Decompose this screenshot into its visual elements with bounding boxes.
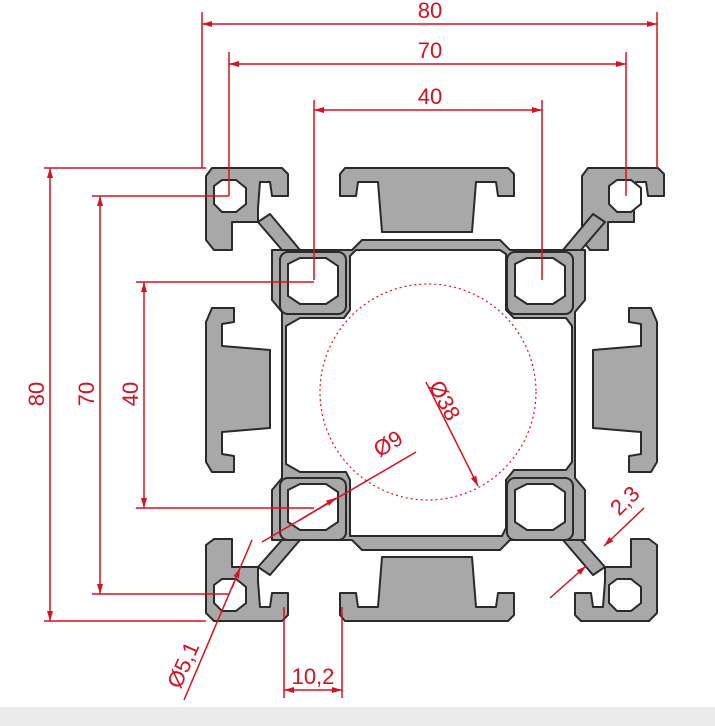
dimension-labels: 80 70 40 80 70 40 Ø38 Ø9 Ø5,1 2,3 10,2 <box>24 0 644 692</box>
web-top-right <box>562 213 606 251</box>
label-top-40: 40 <box>418 84 442 109</box>
slot-left-lip <box>205 307 271 473</box>
hole-inner-top-right <box>514 257 566 305</box>
label-corner-hole: Ø5,1 <box>162 638 204 692</box>
hole-corner-bottom-right <box>608 578 642 612</box>
web-bottom-left <box>257 539 301 576</box>
hole-inner-top-left <box>287 257 339 305</box>
label-wall: 2,3 <box>605 481 644 520</box>
hole-corner-top-left <box>213 179 247 213</box>
hole-inner-bottom-right <box>514 483 566 531</box>
slot-right-lip <box>592 307 658 473</box>
leader-wall-2 <box>549 565 587 599</box>
web-bottom-right <box>562 539 606 576</box>
slot-bottom-lip <box>339 556 515 622</box>
web-top-left <box>257 213 301 251</box>
label-inner-hole: Ø9 <box>369 425 407 462</box>
slot-top-lip <box>339 167 515 233</box>
footer-band <box>0 707 715 726</box>
label-slot: 10,2 <box>292 664 335 689</box>
hole-corner-top-right <box>608 179 642 213</box>
hole-corner-bottom-left <box>213 578 247 612</box>
leader-corner-hole-arrow <box>231 567 241 589</box>
center-bore-circle <box>319 283 537 501</box>
leader-inner-hole-arrow <box>299 497 337 521</box>
leader-wall <box>603 507 645 547</box>
label-top-70: 70 <box>418 38 442 63</box>
dimension-lines <box>44 12 658 701</box>
label-left-70: 70 <box>74 382 99 406</box>
label-top-80: 80 <box>418 0 442 23</box>
leader-inner-hole <box>261 451 417 543</box>
label-center-bore: Ø38 <box>424 376 466 424</box>
holes <box>213 179 642 612</box>
leader-center-bore <box>425 381 479 487</box>
label-left-80: 80 <box>24 382 49 406</box>
leader-corner-hole <box>183 539 253 701</box>
label-left-40: 40 <box>118 382 143 406</box>
